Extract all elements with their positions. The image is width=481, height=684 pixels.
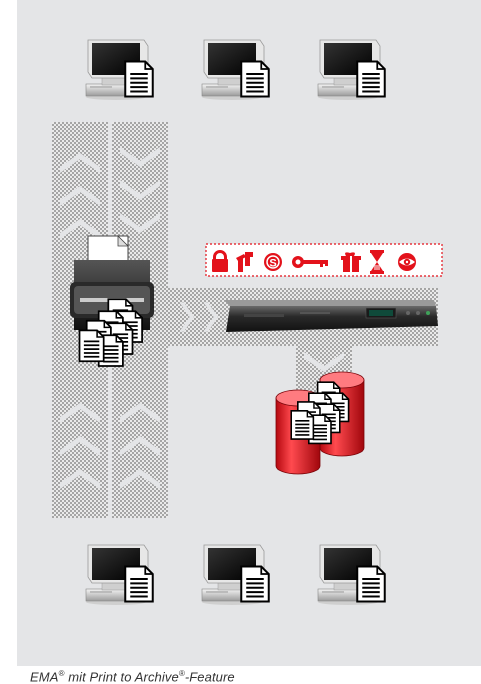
client-computer-bottom-2 xyxy=(202,545,269,605)
coin-icon: S xyxy=(264,253,282,271)
feature-icon-strip: S xyxy=(206,244,442,276)
archive-storage xyxy=(276,372,364,474)
svg-text:S: S xyxy=(269,258,276,270)
figure-caption: EMA® mit Print to Archive®-Feature xyxy=(30,669,235,684)
client-computer-top-1 xyxy=(86,40,153,100)
client-computer-bottom-3 xyxy=(318,545,385,605)
client-computer-top-2 xyxy=(202,40,269,100)
client-computer-bottom-1 xyxy=(86,545,153,605)
eye-icon xyxy=(398,253,416,271)
client-computer-top-3 xyxy=(318,40,385,100)
